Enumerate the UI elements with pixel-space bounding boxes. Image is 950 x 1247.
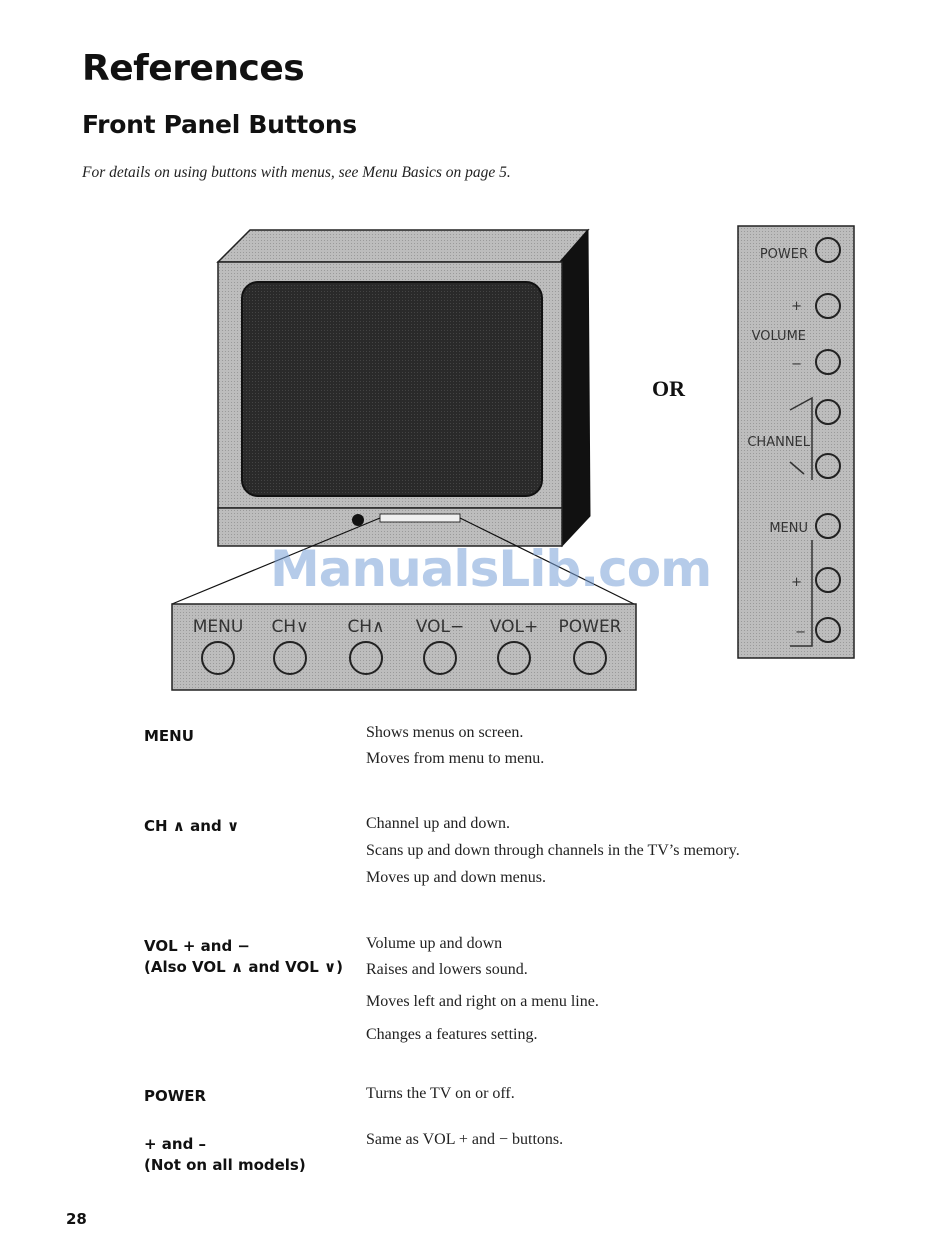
side-button-label: − — [795, 625, 806, 640]
front-button-label: CH∧ — [347, 617, 384, 637]
definition-term: + and – (Not on all models) — [144, 1134, 306, 1176]
side-button[interactable] — [815, 237, 841, 263]
definition-term: MENU — [144, 726, 194, 747]
front-button-panel — [171, 603, 637, 691]
front-button-label: CH∨ — [271, 617, 308, 637]
definition-line: Moves from menu to menu. — [366, 750, 545, 767]
side-button[interactable] — [815, 617, 841, 643]
tv-screen — [241, 281, 543, 497]
front-button[interactable] — [423, 641, 457, 675]
side-button[interactable] — [815, 567, 841, 593]
definition-line: Shows menus on screen. — [366, 724, 524, 741]
front-button-label: VOL− — [416, 617, 464, 637]
side-button-label: − — [791, 357, 802, 372]
term-label: VOL + and − — [144, 937, 250, 955]
definition-term: CH ∧ and ∨ — [144, 816, 239, 837]
definition-line: Raises and lowers sound. — [366, 961, 528, 978]
side-button-label: MENU — [769, 521, 808, 536]
definition-line: Moves left and right on a menu line. — [366, 993, 599, 1010]
page-title: References — [82, 48, 305, 89]
side-button[interactable] — [815, 293, 841, 319]
tv-top — [216, 229, 590, 263]
front-button[interactable] — [273, 641, 307, 675]
term-label: CH ∧ and ∨ — [144, 817, 240, 835]
intro-text: For details on using buttons with menus,… — [82, 164, 511, 181]
power-indicator — [352, 514, 364, 526]
definition-line: Channel up and down. — [366, 815, 510, 832]
or-label: OR — [652, 376, 685, 401]
front-button-label: VOL+ — [490, 617, 538, 637]
page-number: 28 — [66, 1210, 87, 1228]
front-button[interactable] — [497, 641, 531, 675]
side-button[interactable] — [815, 349, 841, 375]
term-label: MENU — [144, 727, 194, 745]
tv-illustration: MENU CH∨ CH∧ VOL− VOL+ POWER POWER + VOLUME − CHA… — [171, 225, 855, 691]
definition-line: Moves up and down menus. — [366, 869, 546, 886]
front-button-label: POWER — [559, 617, 622, 637]
side-button-label: VOLUME — [752, 329, 806, 344]
menu-bracket — [790, 540, 813, 647]
side-button-label: POWER — [760, 247, 808, 262]
term-label: + and – — [144, 1135, 207, 1153]
channel-bracket — [789, 396, 813, 480]
front-button-label: MENU — [193, 617, 244, 637]
definition-line: Volume up and down — [366, 935, 503, 952]
side-button-panel — [737, 225, 855, 659]
front-button[interactable] — [573, 641, 607, 675]
section-title: Front Panel Buttons — [82, 110, 357, 139]
side-button-label: + — [791, 299, 802, 314]
side-button[interactable] — [815, 453, 841, 479]
button-strip — [379, 513, 461, 523]
term-label: POWER — [144, 1087, 207, 1105]
definition-line: Same as VOL + and − buttons. — [366, 1131, 564, 1148]
term-sublabel: (Not on all models) — [144, 1156, 306, 1174]
definition-line: Changes a features setting. — [366, 1026, 538, 1043]
tv-side — [559, 228, 591, 548]
definition-term: VOL + and − (Also VOL ∧ and VOL ∨) — [144, 936, 343, 978]
definition-line: Scans up and down through channels in th… — [366, 842, 740, 859]
watermark: ManualsLib.com — [270, 540, 712, 598]
term-sublabel: (Also VOL ∧ and VOL ∨) — [144, 958, 344, 976]
front-button[interactable] — [201, 641, 235, 675]
definition-term: POWER — [144, 1086, 206, 1107]
side-button[interactable] — [815, 399, 841, 425]
side-button-label: CHANNEL — [747, 435, 810, 450]
side-button[interactable] — [815, 513, 841, 539]
front-button[interactable] — [349, 641, 383, 675]
side-button-label: + — [791, 575, 802, 590]
definition-line: Turns the TV on or off. — [366, 1085, 515, 1102]
channel-down-mark — [789, 461, 805, 475]
